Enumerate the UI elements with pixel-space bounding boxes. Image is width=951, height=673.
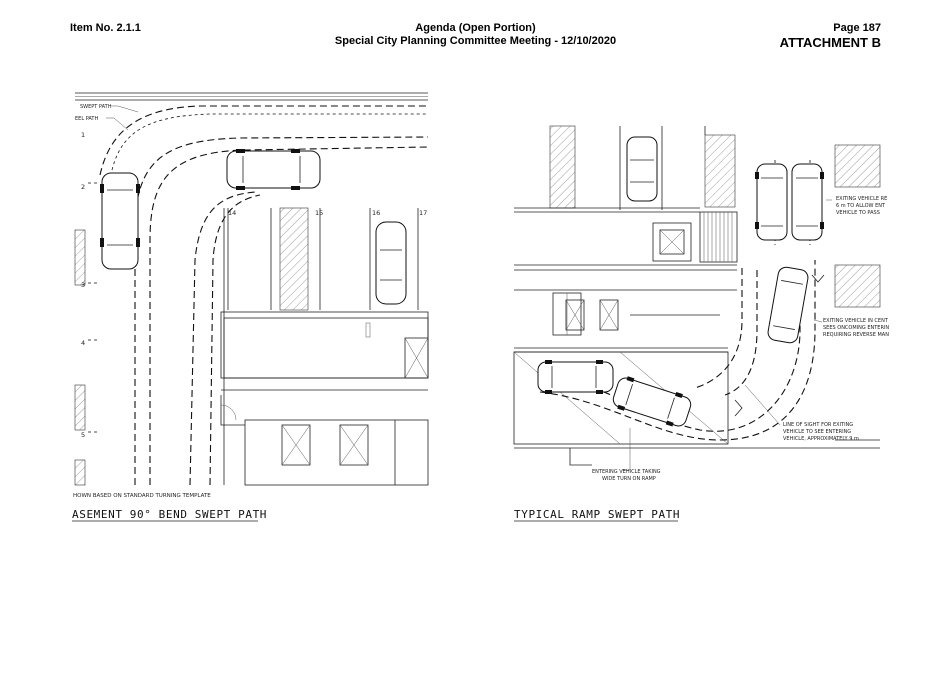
column-hatch [704, 134, 736, 208]
stall-number: 15 [315, 209, 323, 217]
car-icon [626, 136, 658, 202]
stall-number: 17 [419, 209, 427, 217]
footnote: HOWN BASED ON STANDARD TURNING TEMPLATE [73, 493, 211, 499]
page-number: Page 187 [833, 22, 881, 34]
stall-number: 14 [228, 209, 236, 217]
right-drawing-title: TYPICAL RAMP SWEPT PATH [514, 508, 680, 521]
note-center-line: SEES ONCOMING ENTERIN [823, 325, 889, 331]
note-sight-line: VEHICLE TO SEE ENTERING [783, 429, 851, 435]
note-center-line: EXITING VEHICLE IN CENT [823, 318, 889, 324]
car-icon [755, 163, 788, 241]
car-icon [226, 149, 321, 190]
column-hatch [834, 144, 881, 188]
note-sight-line: VEHICLE, APPROXIMATELY 9 m [783, 436, 859, 442]
column-hatch [834, 264, 881, 308]
left-wall-hatch [74, 229, 86, 286]
row-number: 2 [81, 183, 85, 191]
meeting-title: Special City Planning Committee Meeting … [334, 35, 617, 47]
header-right: Page 187 ATTACHMENT B [780, 22, 881, 50]
wheel-path-label: EEL PATH [75, 116, 98, 122]
note-entering-line: WIDE TURN ON RAMP [602, 476, 656, 482]
car-icon [612, 376, 692, 427]
right-drawing: EXITING VEHICLE RE 6 m TO ALLOW ENT VEHI… [513, 125, 889, 522]
note-sight-line: LINE OF SIGHT FOR EXITING [783, 422, 853, 428]
car-icon [537, 360, 614, 394]
column-hatch [549, 125, 576, 209]
left-drawing: SWEPT PATH EEL PATH 1 2 3 4 5 14 15 16 1… [72, 92, 429, 522]
car-icon [100, 172, 140, 270]
row-number: 5 [81, 431, 85, 439]
note-entering-line: ENTERING VEHICLE TAKING [592, 469, 661, 475]
swept-path-label: SWEPT PATH [80, 104, 112, 110]
row-number: 1 [81, 131, 85, 139]
row-number: 4 [81, 339, 85, 347]
note-exiting-line: 6 m TO ALLOW ENT [836, 203, 886, 209]
stairs [699, 211, 738, 263]
note-center-line: REQUIRING REVERSE MAN [823, 332, 889, 338]
row-number: 3 [81, 281, 85, 289]
note-exiting-line: EXITING VEHICLE RE [836, 196, 887, 202]
car-icon [791, 163, 824, 241]
stall-number: 16 [372, 209, 380, 217]
header-center: Agenda (Open Portion) Special City Plann… [0, 22, 951, 48]
left-drawing-title: ASEMENT 90° BEND SWEPT PATH [72, 508, 267, 521]
car-icon [375, 221, 407, 305]
agenda-title: Agenda (Open Portion) [415, 22, 536, 34]
left-wall-hatch [74, 459, 86, 486]
column-hatch [279, 207, 309, 311]
item-number: Item No. 2.1.1 [70, 22, 141, 34]
attachment-label: ATTACHMENT B [779, 35, 881, 50]
note-exiting-line: VEHICLE TO PASS [836, 210, 880, 216]
car-icon [767, 266, 809, 344]
left-wall-hatch [74, 384, 86, 431]
